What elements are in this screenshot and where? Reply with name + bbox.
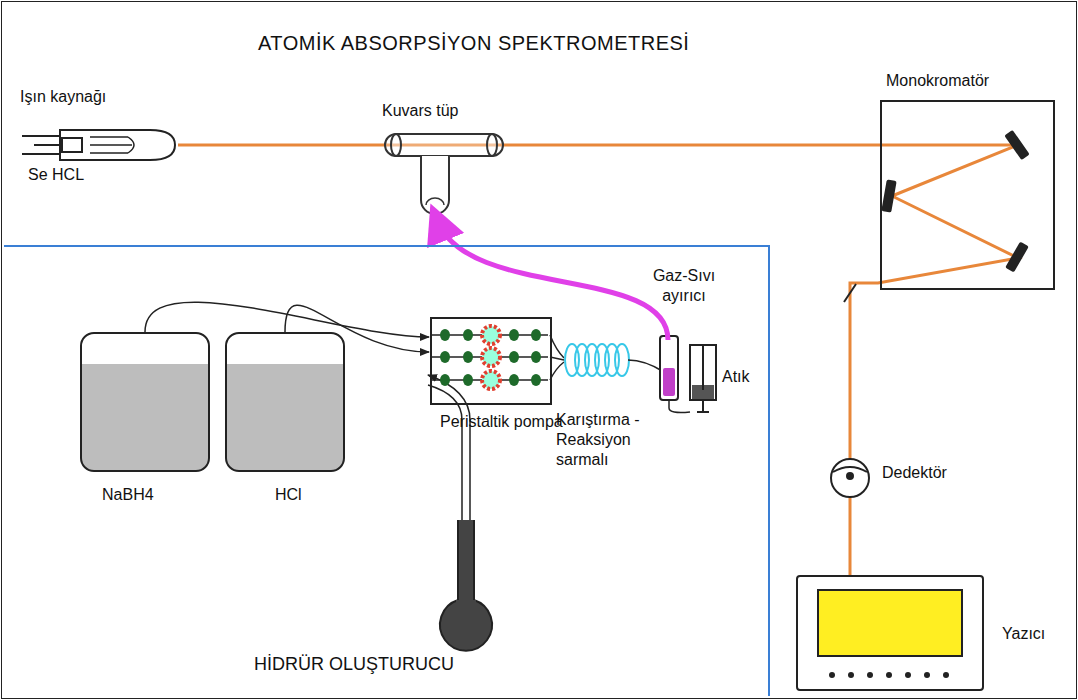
part-label: Gaz-Sıvı ayırıcı (636, 266, 732, 306)
node-label: Peristaltik pompa (440, 413, 563, 431)
part-label: Atık (722, 368, 750, 386)
monochromator-box: Monokromatör (880, 100, 1055, 290)
reagent-bottle: HCl (225, 332, 345, 472)
part-label: Dedektör (882, 464, 947, 482)
diagram-title: ATOMİK ABSORPSİYON SPEKTROMETRESİ (258, 32, 689, 55)
part-label: Kuvars tüp (382, 102, 458, 120)
hydride-generator-region: HİDRÜR OLUŞTURUCUNaBH4HClPeristaltik pom… (4, 245, 770, 696)
reagent-bottle: NaBH4 (80, 332, 210, 472)
peristaltic-pump: Peristaltik pompa (430, 317, 552, 405)
node-label: Monokromatör (886, 72, 989, 90)
part-label: Se HCL (28, 166, 84, 184)
node-label: HİDRÜR OLUŞTURUCU (254, 654, 454, 675)
part-label: Karıştırma - Reaksiyon sarmalı (556, 410, 660, 470)
node-label: HCl (275, 486, 302, 504)
node-label: Yazıcı (1002, 625, 1045, 643)
part-label: Işın kaynağı (20, 88, 106, 106)
node-label: NaBH4 (102, 486, 154, 504)
printer-box: Yazıcı (796, 575, 984, 691)
